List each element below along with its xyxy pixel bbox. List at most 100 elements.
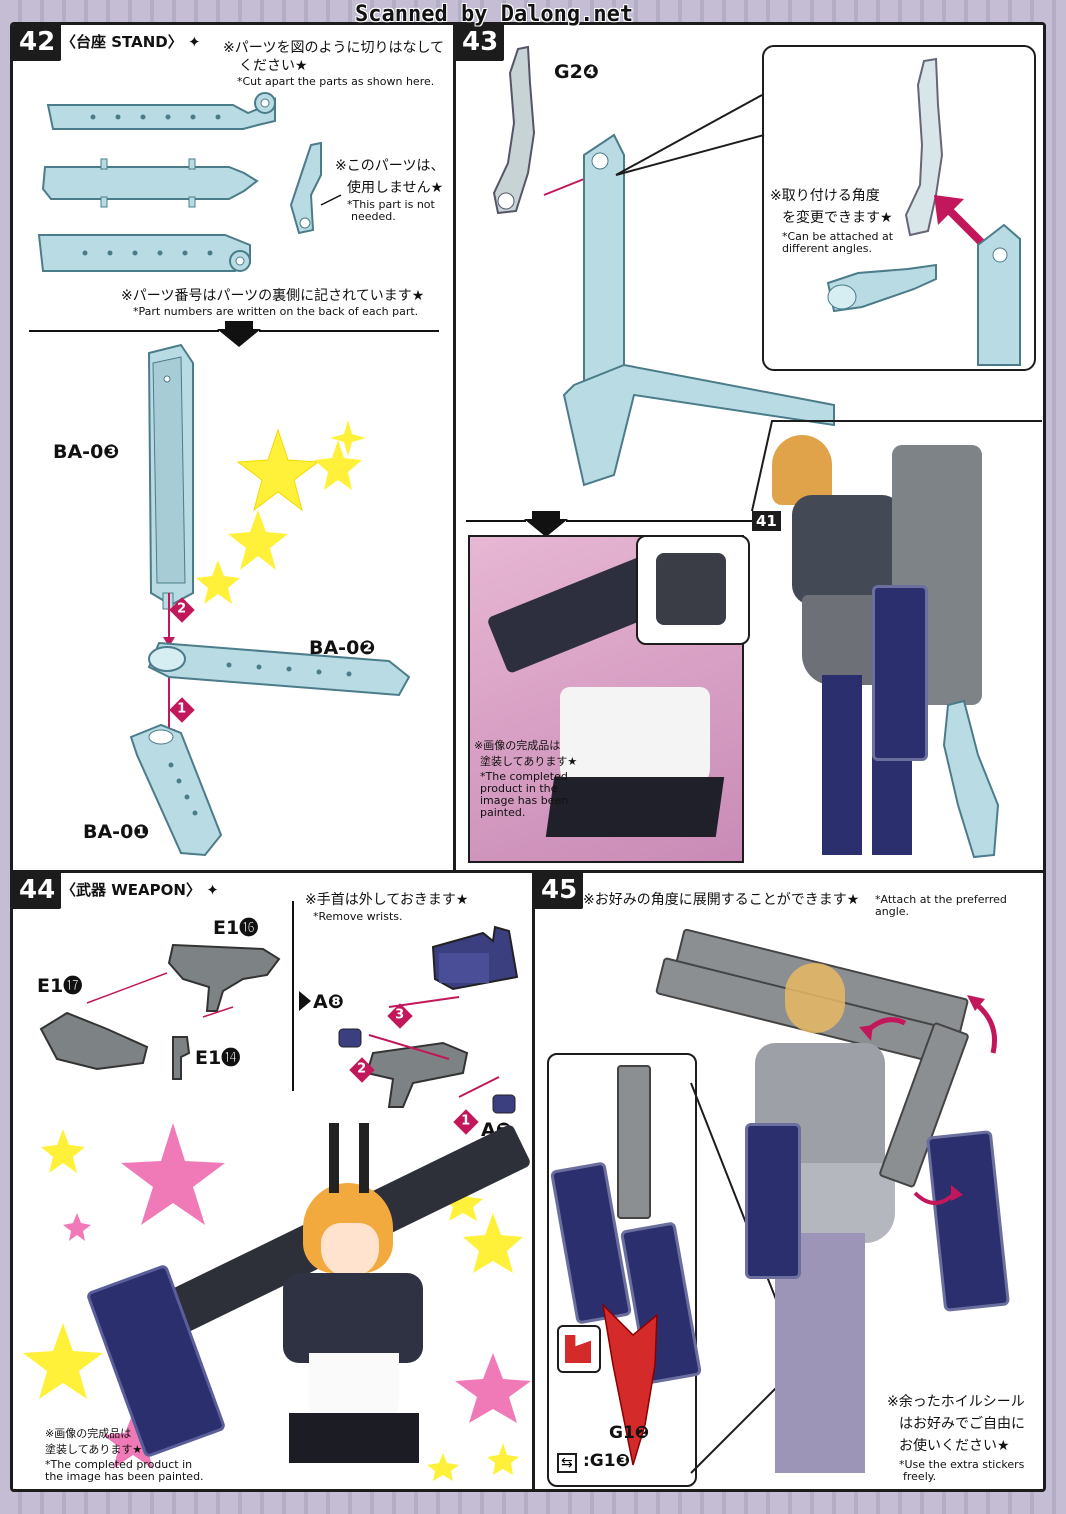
- figure-face: [321, 1223, 379, 1277]
- part-ba03: [147, 343, 194, 610]
- weapon-figure-photo: [85, 1123, 532, 1483]
- unused-note-en-2: needed.: [351, 210, 396, 223]
- figure-apron: [309, 1353, 399, 1423]
- runner-part-2: [41, 158, 259, 208]
- instruction-page: 42 〈台座 STAND〉 ✦ ※パーツを図のように切りはなして ください★ *…: [10, 22, 1046, 1492]
- step-number: 44: [13, 873, 62, 909]
- painted-note-jp: ※画像の完成品は: [45, 1427, 132, 1440]
- expanded-wing-figure: [654, 923, 1035, 1483]
- step-title-jp: 〈台座: [61, 33, 107, 51]
- arm-upper-part: [431, 925, 519, 991]
- part-g24: [492, 45, 536, 215]
- wing-detail-callout: G1❷ ⇆ :G1❸: [547, 1053, 703, 1487]
- decorative-stars: [23, 1123, 531, 1481]
- figure-body: [283, 1273, 423, 1363]
- figure-callout-frame: [751, 420, 1042, 512]
- cut-note-jp: ※パーツを図のように切りはなして: [223, 40, 445, 56]
- unused-note-jp: ※このパーツは、: [335, 158, 445, 174]
- gray-arm-part: [617, 1065, 651, 1219]
- painted-note-en-2: the image has been painted.: [45, 1470, 204, 1483]
- angle-note-jp: ※取り付ける角度: [770, 188, 880, 204]
- step-number: 42: [13, 25, 62, 61]
- step-title: 〈台座 STAND〉 ✦: [61, 31, 201, 52]
- step-42-panel: 42 〈台座 STAND〉 ✦ ※パーツを図のように切りはなして ください★ *…: [13, 25, 456, 873]
- wrist-note-jp: ※手首は外しておきます★: [305, 892, 469, 908]
- part-e117: [39, 1011, 149, 1071]
- stand-post-detail: [977, 223, 1021, 366]
- sparkle-icon: ✦: [187, 33, 201, 51]
- g24-side-part: [942, 699, 1000, 859]
- runner-part-3: [37, 234, 251, 272]
- attach-arrow-icon: [934, 195, 987, 248]
- label-a8: A❽: [313, 991, 344, 1013]
- unused-note-en: *This part is not: [347, 198, 435, 211]
- painted-note-jp: ※画像の完成品は: [474, 739, 561, 752]
- watermark: Scanned by Dalong.net: [355, 2, 634, 27]
- red-part-g12: [601, 1302, 658, 1466]
- wing-shield-left: [745, 1123, 801, 1279]
- cut-note-en: *Cut apart the parts as shown here.: [237, 75, 435, 88]
- weapon-arrows: [368, 996, 500, 1098]
- backpack-callout: [636, 535, 750, 645]
- figure-hair: [785, 963, 845, 1033]
- step-45-panel: 45 ※お好みの角度に展開することができます★ *Attach at the p…: [535, 873, 1043, 1489]
- part-e114: [172, 1036, 191, 1080]
- part-ba02: [147, 641, 411, 697]
- callout-pointer: [615, 94, 765, 176]
- sticker-note-jp-3: お使いください★: [899, 1438, 1010, 1454]
- ref-step-badge: 41: [752, 511, 781, 531]
- angle-note-en-2: different angles.: [782, 242, 872, 255]
- painted-note-en: *The completed product in: [45, 1458, 193, 1471]
- painted-note-jp-2: 塗装してあります★: [45, 1443, 143, 1456]
- photo-pleats: [545, 777, 725, 837]
- label-g24: G2❹: [554, 61, 599, 83]
- figure-hair: [772, 435, 832, 505]
- step-title: 〈武器 WEAPON〉 ✦: [61, 879, 219, 900]
- rotate-arrows: [859, 995, 997, 1205]
- stand-assembled: [543, 133, 835, 487]
- wrist-note-en: *Remove wrists.: [313, 910, 403, 923]
- painted-note-en: *The completed: [480, 770, 568, 783]
- cut-note-jp-2: ください★: [239, 58, 308, 74]
- gun-assembly: [365, 1041, 469, 1108]
- swap-icon: ⇆: [557, 1453, 577, 1473]
- figure-ears: [329, 1123, 369, 1193]
- g24-alt-angle: [826, 263, 937, 313]
- sticker-note-jp: ※余ったホイルシール: [887, 1394, 1025, 1410]
- sticker-note-en-2: freely.: [903, 1470, 937, 1483]
- divider-arrow: [466, 511, 756, 537]
- label-e114: E1⓮: [195, 1047, 241, 1069]
- step-title-en: STAND〉: [111, 33, 183, 51]
- step-number: 45: [535, 873, 584, 909]
- sticker-note-en: *Use the extra stickers: [899, 1458, 1025, 1471]
- painted-note-en-4: painted.: [480, 806, 526, 819]
- backpack-part: [656, 553, 726, 625]
- painted-note-en-3: image has been: [480, 794, 569, 807]
- angle-callout: ※取り付ける角度 を変更できます★ *Can be attached at di…: [762, 45, 1036, 371]
- label-ba03: BA-0❸: [53, 441, 120, 463]
- decorative-stars: [196, 420, 366, 604]
- label-ba01: BA-0❶: [83, 821, 150, 843]
- figure-skirt: [289, 1413, 419, 1463]
- step-divider-arrow: [292, 901, 311, 1091]
- hand-part-a7: [492, 1094, 516, 1114]
- step-number: 43: [456, 25, 505, 61]
- partnum-note-en: *Part numbers are written on the back of…: [133, 305, 419, 318]
- partnum-note-jp: ※パーツ番号はパーツの裏側に記されています★: [121, 288, 425, 304]
- expand-note-jp: ※お好みの角度に展開することができます★: [583, 892, 860, 908]
- label-g12: G1❷: [609, 1423, 650, 1443]
- label-e116: E1⓰: [213, 917, 259, 939]
- sparkle-icon: ✦: [206, 881, 219, 899]
- e1-arrows: [86, 972, 234, 1018]
- label-g13: :G1❸: [583, 1451, 630, 1471]
- hand-part-a8: [338, 1028, 362, 1048]
- step-title-en: WEAPON〉: [111, 881, 201, 899]
- angle-note-jp-2: を変更できます★: [782, 210, 893, 226]
- runner-part-1: [46, 92, 276, 130]
- label-ba02: BA-0❷: [309, 637, 376, 659]
- painted-note-en-2: product in the: [480, 782, 558, 795]
- part-e116: [167, 943, 281, 1012]
- part-ba01: [129, 723, 223, 857]
- label-e117: E1⓱: [37, 975, 83, 997]
- figure-shield: [872, 585, 928, 761]
